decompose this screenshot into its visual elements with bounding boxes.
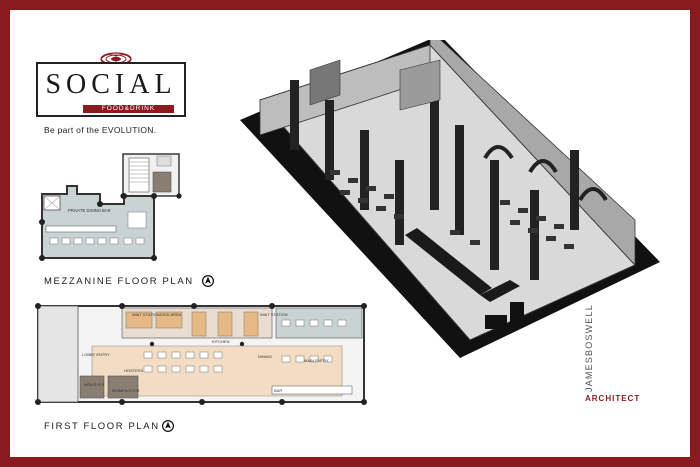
- brand-subtitle: FOOD&DRINK: [83, 105, 174, 113]
- architect-name: JAMESBOSWELL: [584, 304, 594, 392]
- north-arrow-icon: [162, 420, 174, 432]
- first-floor-room-label: LOBBY ENTRY: [82, 352, 110, 357]
- architect-role: ARCHITECT: [585, 394, 641, 403]
- mezzanine-plan-title: MEZZANINE FLOOR PLAN: [44, 276, 194, 287]
- first-floor-room-label: MEN'S R.R.: [84, 382, 105, 387]
- first-floor-room-label: DINING: [258, 354, 272, 359]
- first-floor-room-label: DISH AREA: [160, 312, 182, 317]
- first-floor-room-label: BAR: [274, 388, 282, 393]
- brand-name: SOCIAL: [45, 69, 177, 100]
- mezzanine-room-label: PRIVATE DINING: [68, 208, 101, 213]
- isometric-interior-render: [240, 40, 660, 358]
- north-arrow-icon: [202, 275, 214, 287]
- tagline: Be part of the EVOLUTION.: [44, 125, 157, 135]
- first-floor-room-label: WAIT STATION: [132, 312, 160, 317]
- first-floor-plan-title: FIRST FLOOR PLAN: [44, 421, 160, 432]
- mezzanine-room-label: BAR: [102, 208, 111, 213]
- first-floor-room-label: WOMEN'S R.R.: [112, 388, 140, 393]
- logo: SOCIAL FOOD&DRINK: [36, 62, 186, 117]
- first-floor-room-label: HOSTESS: [124, 368, 143, 373]
- first-floor-room-label: WAIT STATION: [260, 312, 288, 317]
- first-floor-room-label: KITCHEN: [212, 339, 230, 344]
- first-floor-plan: WAIT STATION DISH AREA KITCHEN WAIT STAT…: [35, 303, 367, 405]
- first-floor-room-label: MAIN ENTRY: [304, 358, 329, 363]
- mezzanine-floor-plan: PRIVATE DINING BAR: [39, 185, 157, 261]
